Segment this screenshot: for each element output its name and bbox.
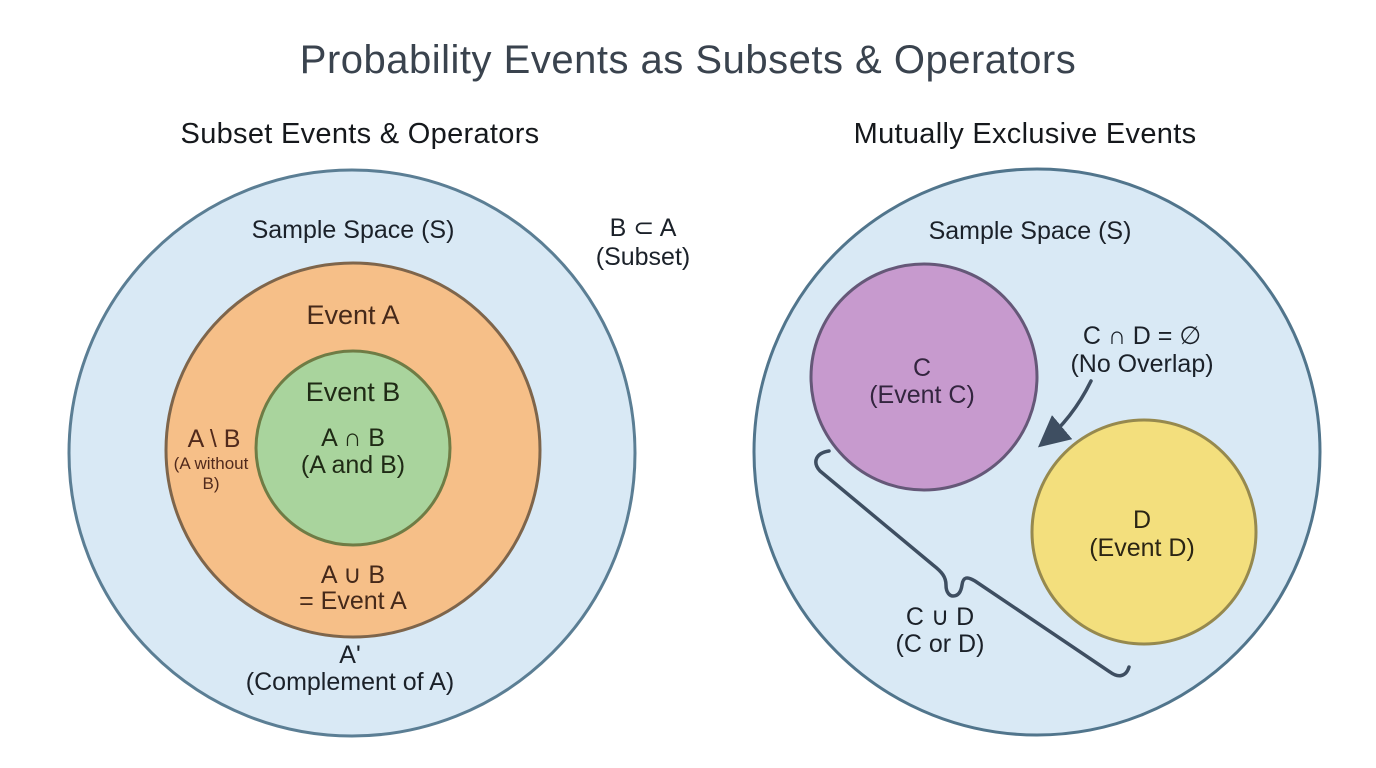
difference-description-line1: (A without xyxy=(174,454,249,473)
left-panel-subtitle: Subset Events & Operators xyxy=(181,118,540,150)
event-d-circle xyxy=(1030,418,1258,646)
intersection-description: (A and B) xyxy=(301,451,405,479)
page-title: Probability Events as Subsets & Operator… xyxy=(300,38,1076,82)
union-brace xyxy=(814,449,1131,678)
event-d-formula: D xyxy=(1133,506,1151,534)
right-sample-space-label: Sample Space (S) xyxy=(929,217,1132,245)
event-c-formula: C xyxy=(913,354,931,382)
left-sample-space-label: Sample Space (S) xyxy=(252,216,455,244)
subset-note-description: (Subset) xyxy=(596,243,690,271)
union-formula: A ∪ B xyxy=(321,561,385,589)
cd-union-formula: C ∪ D xyxy=(906,603,974,631)
cd-union-description: (C or D) xyxy=(896,630,985,658)
complement-formula: A' xyxy=(339,641,360,669)
event-a-label: Event A xyxy=(306,300,399,330)
event-d-description: (Event D) xyxy=(1089,534,1195,562)
mutually-exclusive-panel: Mutually Exclusive Events Sample Space (… xyxy=(752,118,1322,737)
right-panel-subtitle: Mutually Exclusive Events xyxy=(854,118,1197,150)
intersection-formula: A ∩ B xyxy=(321,424,385,452)
difference-description-line2: B) xyxy=(203,474,220,493)
no-overlap-description: (No Overlap) xyxy=(1070,350,1213,378)
subset-note-formula: B ⊂ A xyxy=(610,214,677,242)
difference-formula: A \ B xyxy=(188,425,241,453)
event-b-circle xyxy=(254,349,452,547)
event-c-circle xyxy=(809,262,1039,492)
event-c-description: (Event C) xyxy=(869,381,975,409)
event-b-label: Event B xyxy=(306,377,401,407)
complement-description: (Complement of A) xyxy=(246,668,454,696)
subset-events-panel: Subset Events & Operators Sample Space (… xyxy=(67,118,690,738)
no-overlap-formula: C ∩ D = ∅ xyxy=(1083,322,1201,350)
no-overlap-arrow xyxy=(1037,379,1093,448)
union-description: = Event A xyxy=(299,587,407,615)
